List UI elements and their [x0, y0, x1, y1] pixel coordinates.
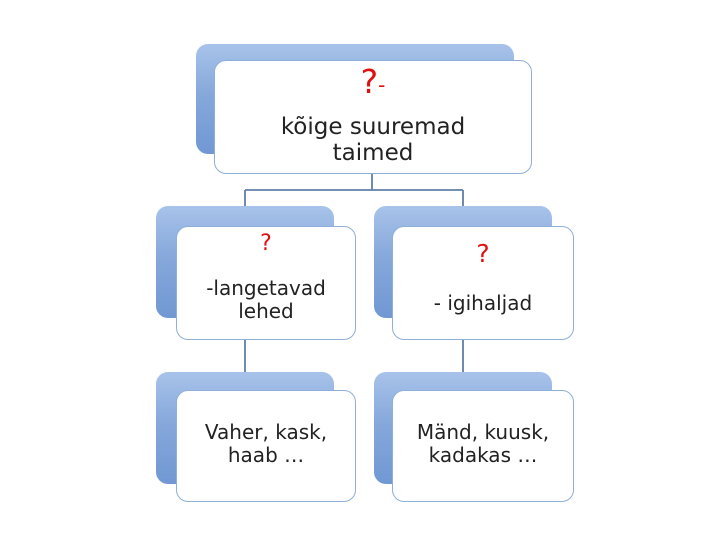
left-label-line-1: -langetavad [206, 276, 326, 300]
root-label-line-2: taimed [332, 140, 414, 167]
left-leaf-card: Vaher, kask, haab … [176, 390, 356, 502]
left-label-line-2: lehed [238, 299, 294, 323]
right-leaf-card: Mänd, kuusk, kadakas … [392, 390, 574, 502]
right-label-line-1: - igihaljad [433, 291, 533, 315]
right-node-card: ? - igihaljad [392, 226, 574, 340]
right-leaf-line-2: kadakas … [428, 443, 538, 467]
left-leaf-line-2: haab … [227, 443, 305, 467]
root-label-line-1: kõige suuremad [280, 114, 466, 140]
left-node-card: ? -langetavad lehed [176, 226, 356, 340]
right-question-mark: ? [476, 239, 490, 268]
left-leaf-line-1: Vaher, kask, [204, 420, 328, 444]
root-question-mark: ?- [360, 62, 386, 101]
right-leaf-line-1: Mänd, kuusk, [416, 420, 550, 444]
left-question-mark: ? [260, 231, 272, 256]
root-node-card: ?- kõige suuremad taimed [214, 60, 532, 174]
